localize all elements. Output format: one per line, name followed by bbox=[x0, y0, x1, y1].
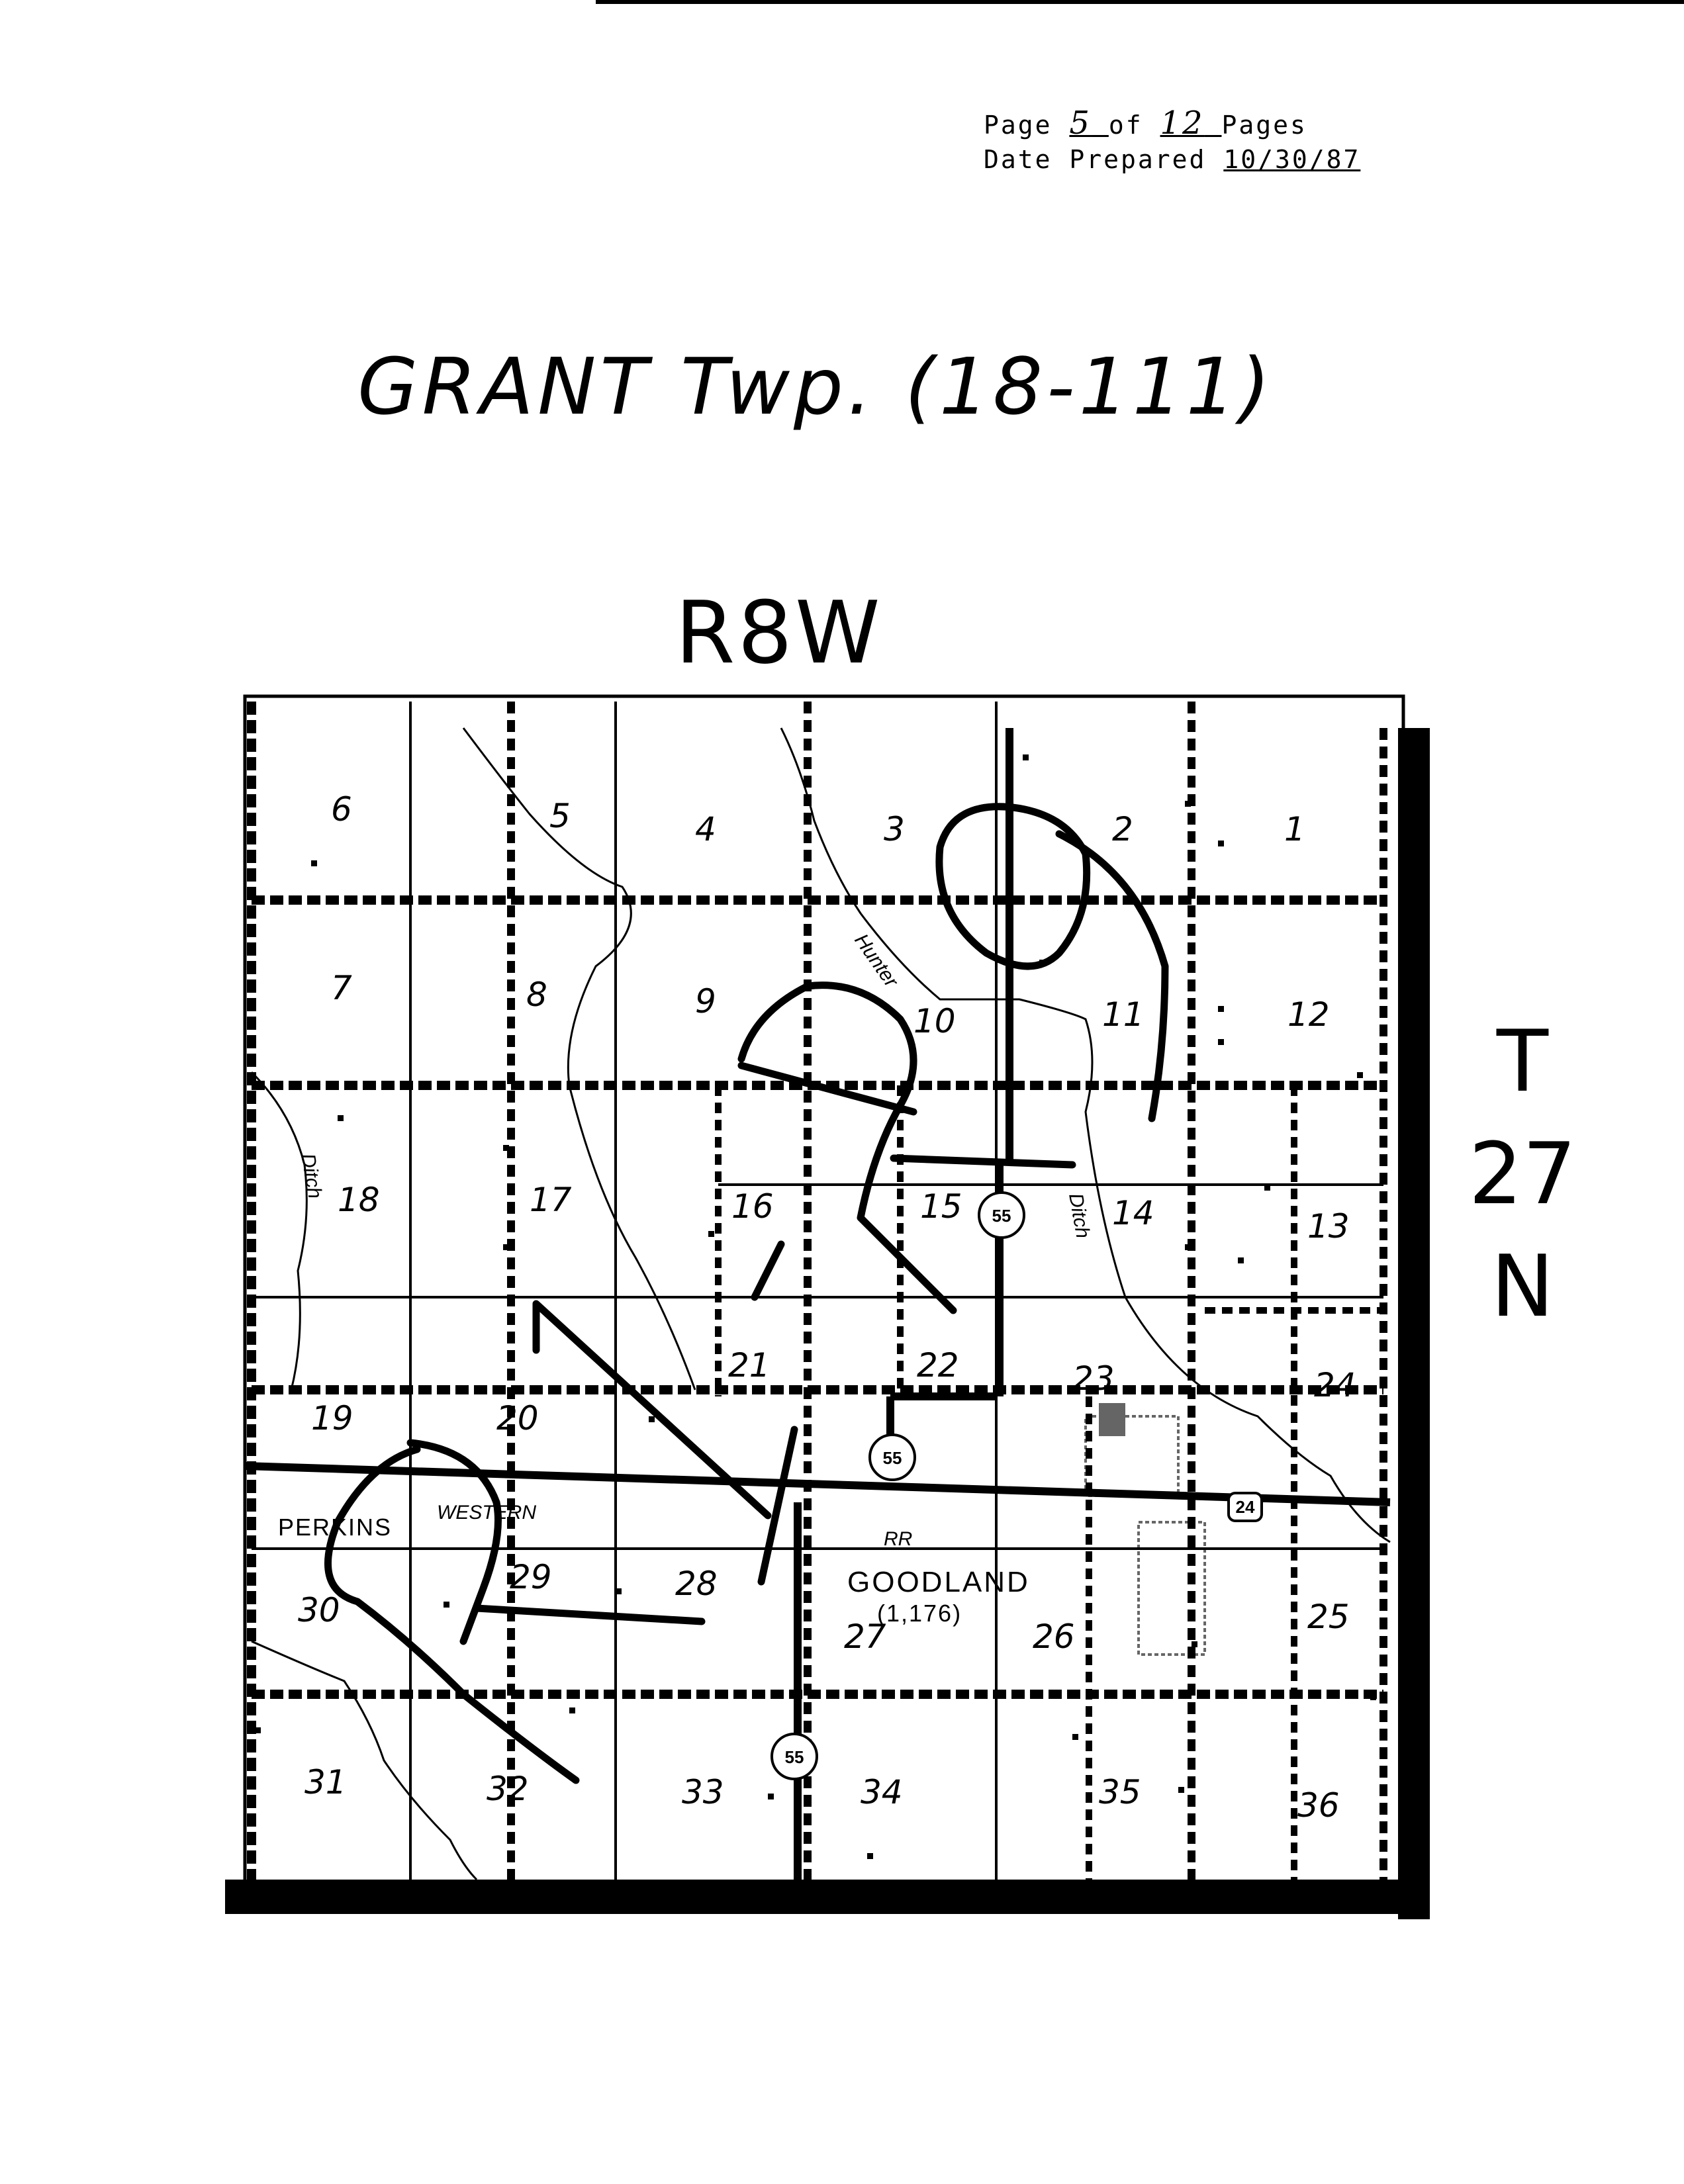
section-16: 16 bbox=[731, 1187, 774, 1226]
section-33: 33 bbox=[682, 1773, 724, 1811]
ditch-east-label: Ditch bbox=[1064, 1191, 1094, 1240]
route-55-shield-middle: 55 bbox=[868, 1433, 916, 1481]
section-8: 8 bbox=[526, 976, 547, 1014]
page-number: 5 bbox=[1069, 105, 1092, 142]
section-10: 10 bbox=[913, 1002, 956, 1040]
section-9: 9 bbox=[695, 982, 716, 1021]
goodland-label: GOODLAND bbox=[847, 1566, 1030, 1598]
township-letter-t: T bbox=[1496, 1013, 1549, 1111]
section-14: 14 bbox=[1112, 1194, 1154, 1232]
section-23: 23 bbox=[1072, 1359, 1115, 1398]
section-4: 4 bbox=[695, 810, 716, 848]
farmstead-dots bbox=[255, 754, 1376, 1859]
section-18: 18 bbox=[338, 1181, 380, 1219]
perkins-label: PERKINS bbox=[278, 1514, 392, 1541]
township-label: T 27 N bbox=[1456, 1006, 1589, 1343]
section-11: 11 bbox=[1102, 995, 1145, 1034]
section-2: 2 bbox=[1112, 810, 1133, 848]
section-29: 29 bbox=[510, 1558, 552, 1596]
section-17: 17 bbox=[530, 1181, 572, 1219]
route-55-shield-north: 55 bbox=[978, 1191, 1025, 1239]
township-number: 27 bbox=[1468, 1125, 1577, 1224]
section-36: 36 bbox=[1297, 1786, 1340, 1825]
section-31: 31 bbox=[304, 1763, 347, 1801]
top-border-line bbox=[596, 0, 1684, 4]
route-55-label-middle: 55 bbox=[883, 1448, 902, 1468]
date-value: 10/30/87 bbox=[1223, 145, 1361, 174]
goodland-town-blocks bbox=[1084, 1403, 1206, 1656]
western-label: WESTERN bbox=[437, 1502, 536, 1524]
hand-drawn-markings bbox=[324, 803, 1169, 1784]
section-5: 5 bbox=[549, 797, 571, 835]
township-title: GRANT Twp. (18-111) bbox=[357, 341, 1274, 432]
pages-label: Pages bbox=[1221, 111, 1307, 140]
section-1: 1 bbox=[1284, 810, 1305, 848]
section-3: 3 bbox=[884, 810, 905, 848]
of-label: of bbox=[1108, 111, 1143, 140]
range-label: R8W bbox=[675, 582, 883, 683]
section-22: 22 bbox=[917, 1346, 959, 1385]
section-19: 19 bbox=[311, 1399, 353, 1437]
hunter-ditch-label: Hunter bbox=[850, 930, 902, 992]
page-total: 12 bbox=[1160, 105, 1205, 142]
route-55-label-south: 55 bbox=[785, 1747, 804, 1767]
township-letter-n: N bbox=[1491, 1238, 1554, 1336]
place-labels: GOODLAND (1,176) PERKINS WESTERN RR Hunt… bbox=[278, 930, 1094, 1627]
rr-label: RR bbox=[884, 1528, 912, 1550]
section-21: 21 bbox=[728, 1346, 771, 1385]
route-55-label: 55 bbox=[992, 1206, 1011, 1226]
section-numbers: 1 2 3 4 5 6 7 8 9 10 11 12 13 14 15 16 1… bbox=[298, 790, 1356, 1825]
page-header: Page 5 of 12 Pages Date Prepared 10/30/8… bbox=[984, 106, 1360, 177]
section-6: 6 bbox=[331, 790, 352, 829]
section-20: 20 bbox=[496, 1399, 539, 1437]
section-12: 12 bbox=[1287, 995, 1330, 1034]
section-24: 24 bbox=[1314, 1366, 1356, 1404]
section-34: 34 bbox=[861, 1773, 903, 1811]
goodland-population: (1,176) bbox=[877, 1600, 962, 1627]
section-26: 26 bbox=[1033, 1617, 1075, 1656]
map-frame bbox=[225, 694, 1430, 1919]
section-27: 27 bbox=[844, 1617, 886, 1656]
page-label: Page bbox=[984, 111, 1052, 140]
streams bbox=[250, 727, 1391, 1881]
route-55-shield-south: 55 bbox=[771, 1733, 818, 1780]
section-30: 30 bbox=[298, 1591, 340, 1629]
road-grid bbox=[247, 702, 1387, 1880]
section-35: 35 bbox=[1099, 1773, 1141, 1811]
page-count-line: Page 5 of 12 Pages bbox=[984, 106, 1360, 142]
section-25: 25 bbox=[1307, 1598, 1350, 1636]
us-24-label: 24 bbox=[1236, 1497, 1255, 1517]
section-32: 32 bbox=[487, 1770, 529, 1808]
section-28: 28 bbox=[675, 1565, 718, 1603]
date-label: Date Prepared bbox=[984, 145, 1207, 174]
section-7: 7 bbox=[331, 969, 352, 1007]
us-24-shield: 24 bbox=[1227, 1492, 1263, 1522]
ditch-west-label: Ditch bbox=[297, 1152, 326, 1200]
section-15: 15 bbox=[920, 1187, 962, 1226]
date-line: Date Prepared 10/30/87 bbox=[984, 142, 1360, 177]
section-13: 13 bbox=[1307, 1207, 1350, 1246]
